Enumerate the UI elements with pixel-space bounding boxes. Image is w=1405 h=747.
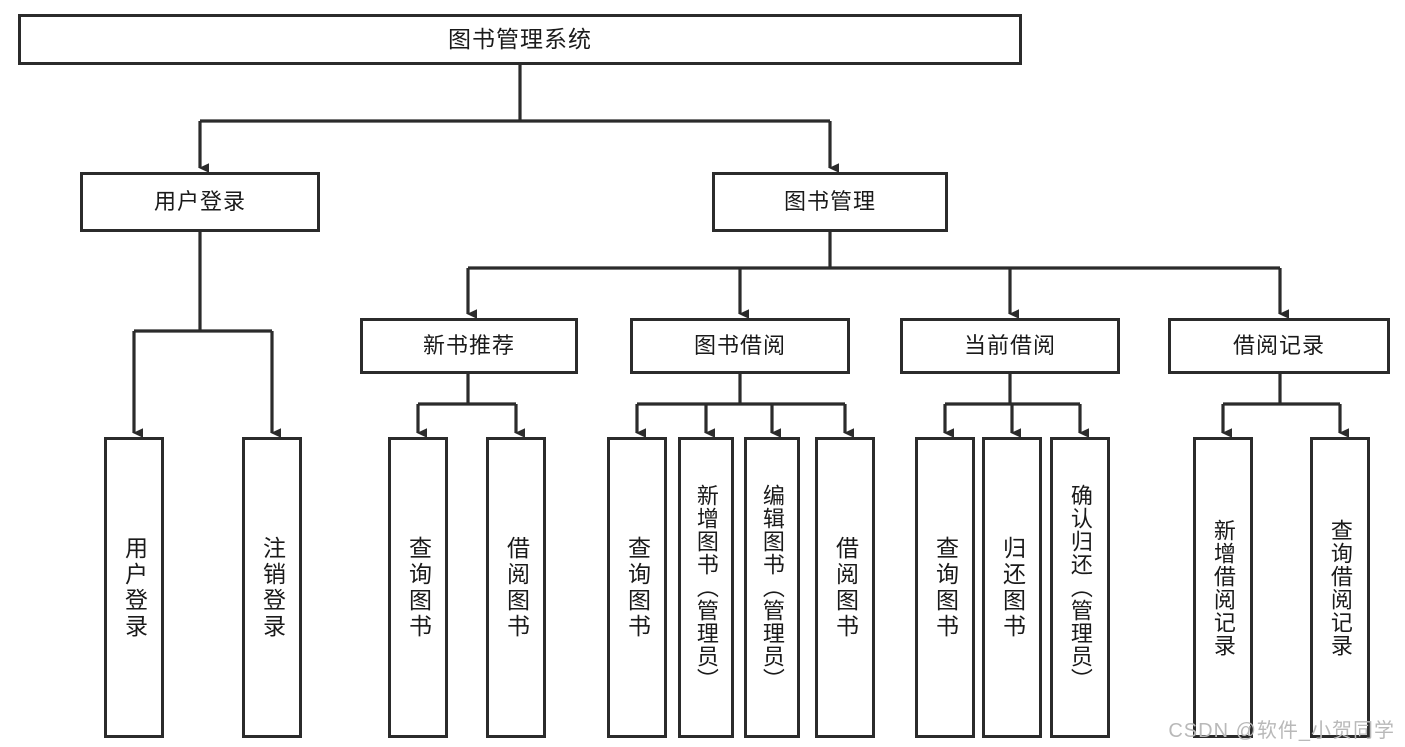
leaf-borrow-book[interactable]: 借阅图书 (815, 437, 875, 738)
leaf-label: 新增图书（管理员） (693, 484, 719, 691)
node-current-borrow[interactable]: 当前借阅 (900, 318, 1120, 374)
node-label: 图书借阅 (693, 333, 786, 359)
leaf-add-book-admin[interactable]: 新增图书（管理员） (678, 437, 734, 738)
leaf-add-borrow-record[interactable]: 新增借阅记录 (1193, 437, 1253, 738)
leaf-label: 确认归还（管理员） (1067, 484, 1093, 691)
node-label: 用户登录 (153, 189, 246, 215)
leaf-label: 注销登录 (259, 535, 286, 640)
leaf-query-borrow-record[interactable]: 查询借阅记录 (1310, 437, 1370, 738)
leaf-label: 查询图书 (624, 535, 651, 640)
leaf-edit-book-admin[interactable]: 编辑图书（管理员） (744, 437, 800, 738)
leaf-user-login[interactable]: 用户登录 (104, 437, 164, 738)
node-new-book-recommend[interactable]: 新书推荐 (360, 318, 578, 374)
leaf-confirm-return-admin[interactable]: 确认归还（管理员） (1050, 437, 1110, 738)
leaf-query-book-recommend[interactable]: 查询图书 (388, 437, 448, 738)
leaf-query-book-current[interactable]: 查询图书 (915, 437, 975, 738)
leaf-label: 新增借阅记录 (1210, 518, 1236, 657)
leaf-label: 查询借阅记录 (1327, 518, 1353, 657)
leaf-label: 归还图书 (999, 535, 1026, 640)
node-borrow-records[interactable]: 借阅记录 (1168, 318, 1390, 374)
node-user-login[interactable]: 用户登录 (80, 172, 320, 232)
node-label: 当前借阅 (963, 333, 1056, 359)
leaf-return-book[interactable]: 归还图书 (982, 437, 1042, 738)
node-label: 图书管理 (783, 189, 876, 215)
leaf-label: 查询图书 (405, 535, 432, 640)
node-root[interactable]: 图书管理系统 (18, 14, 1022, 65)
node-book-management[interactable]: 图书管理 (712, 172, 948, 232)
node-root-label: 图书管理系统 (448, 26, 592, 53)
leaf-query-book-borrow[interactable]: 查询图书 (607, 437, 667, 738)
leaf-logout[interactable]: 注销登录 (242, 437, 302, 738)
node-label: 借阅记录 (1232, 333, 1325, 359)
leaf-label: 借阅图书 (503, 535, 530, 640)
leaf-borrow-book-recommend[interactable]: 借阅图书 (486, 437, 546, 738)
node-book-borrow[interactable]: 图书借阅 (630, 318, 850, 374)
leaf-label: 借阅图书 (832, 535, 859, 640)
leaf-label: 查询图书 (932, 535, 959, 640)
node-label: 新书推荐 (422, 333, 515, 359)
leaf-label: 用户登录 (121, 535, 148, 640)
leaf-label: 编辑图书（管理员） (759, 484, 785, 691)
